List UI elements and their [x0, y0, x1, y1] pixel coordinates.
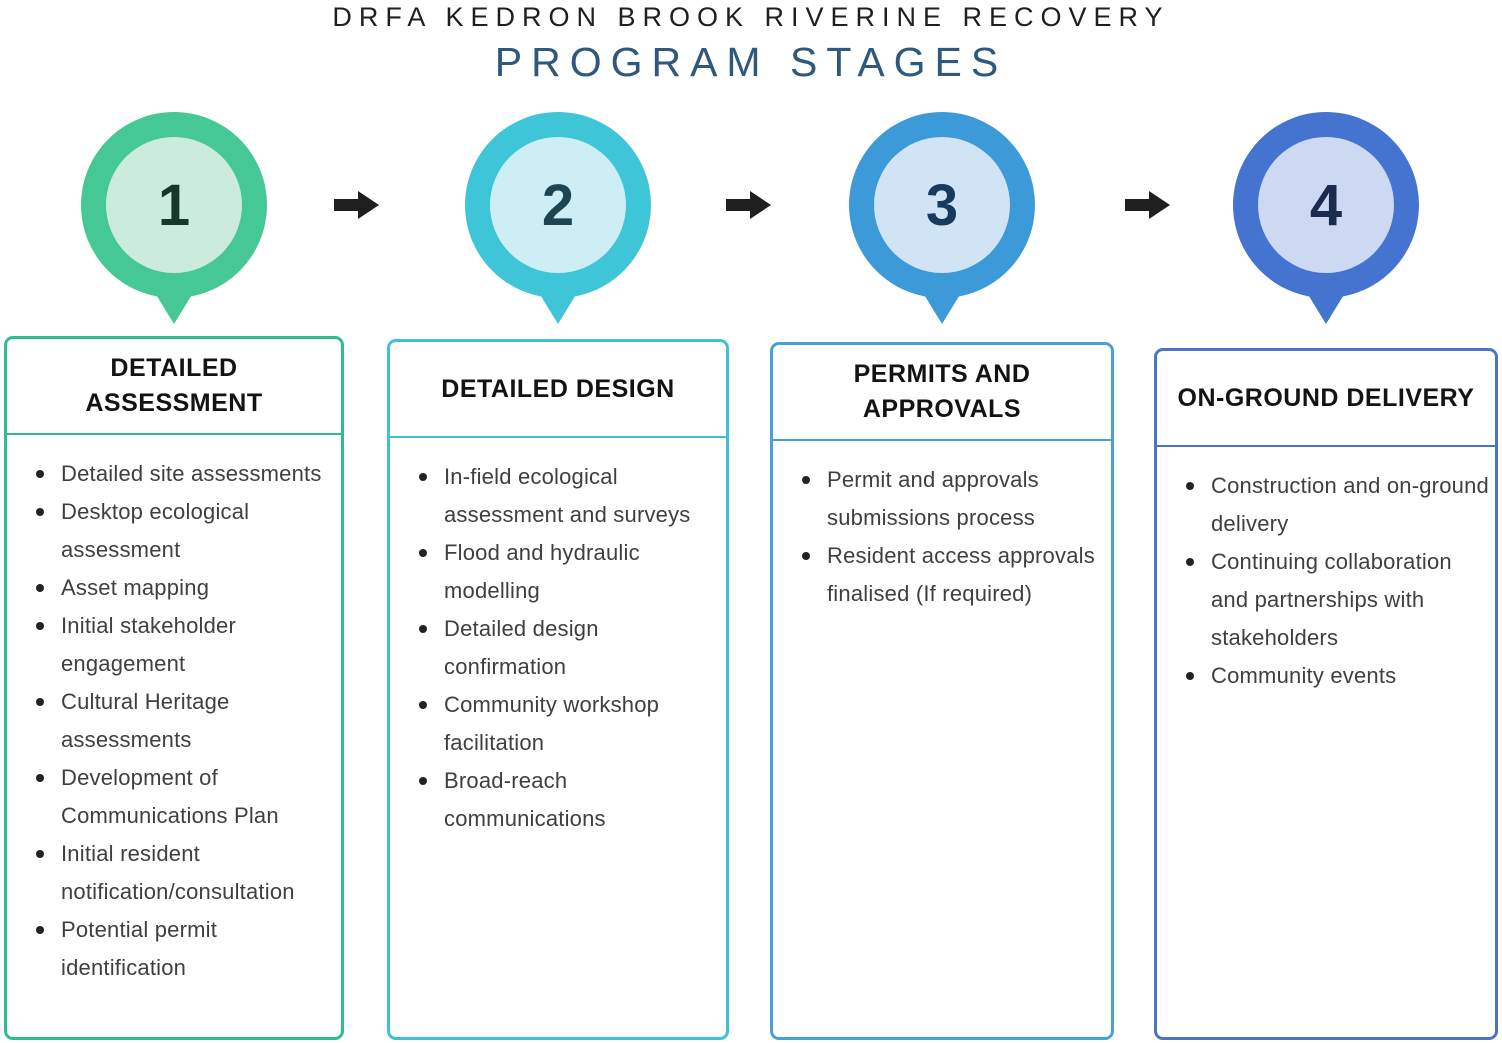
- stage-1-circle: 1: [81, 112, 267, 298]
- list-item: Potential permit identification: [33, 911, 337, 987]
- list-item: Detailed design confirmation: [416, 610, 722, 686]
- stage-4-marker: 4: [1233, 112, 1419, 332]
- stage-4-heading: ON-GROUND DELIVERY: [1157, 351, 1495, 447]
- stage-3-heading: PERMITS AND APPROVALS: [773, 345, 1111, 441]
- list-item: Construction and on-ground delivery: [1183, 467, 1491, 543]
- list-item: Asset mapping: [33, 569, 337, 607]
- stage-2-number: 2: [541, 172, 575, 238]
- list-item: Resident access approvals finalised (If …: [799, 537, 1107, 613]
- stage-1-panel: DETAILED ASSESSMENT Detailed site assess…: [4, 336, 344, 1040]
- list-item: Initial resident notification/consultati…: [33, 835, 337, 911]
- list-item: Initial stakeholder engagement: [33, 607, 337, 683]
- stage-2-marker: 2: [465, 112, 651, 332]
- stage-4-number: 4: [1309, 172, 1343, 238]
- stage-2-list: In-field ecological assessment and surve…: [390, 438, 726, 838]
- stage-2-heading: DETAILED DESIGN: [390, 342, 726, 438]
- list-item: Permit and approvals submissions process: [799, 461, 1107, 537]
- stage-3-pin-pointer-icon: [920, 288, 964, 324]
- diagram-title: DRFA KEDRON BROOK RIVERINE RECOVERY PROG…: [0, 0, 1502, 86]
- list-item: Flood and hydraulic modelling: [416, 534, 722, 610]
- stage-1-number: 1: [157, 172, 191, 238]
- list-item: Broad-reach communications: [416, 762, 722, 838]
- stage-3-circle-inner: 3: [874, 137, 1010, 273]
- stage-2-pin-pointer-icon: [536, 288, 580, 324]
- list-item: Desktop ecological assessment: [33, 493, 337, 569]
- stage-3-panel: PERMITS AND APPROVALS Permit and approva…: [770, 342, 1114, 1040]
- list-item: In-field ecological assessment and surve…: [416, 458, 722, 534]
- stage-3-number: 3: [925, 172, 959, 238]
- list-item: Community events: [1183, 657, 1491, 695]
- stage-1-marker: 1: [81, 112, 267, 332]
- stage-1-pin-pointer-icon: [152, 288, 196, 324]
- stage-4-panel: ON-GROUND DELIVERY Construction and on-g…: [1154, 348, 1498, 1040]
- stage-1-heading: DETAILED ASSESSMENT: [7, 339, 341, 435]
- list-item: Community workshop facilitation: [416, 686, 722, 762]
- title-line-2: PROGRAM STAGES: [494, 39, 1008, 85]
- stage-3-marker: 3: [849, 112, 1035, 332]
- stage-2-panel: DETAILED DESIGN In-field ecological asse…: [387, 339, 729, 1040]
- stage-4-pin-pointer-icon: [1304, 288, 1348, 324]
- stage-4-circle-inner: 4: [1258, 137, 1394, 273]
- stage-3-list: Permit and approvals submissions process…: [773, 441, 1111, 613]
- stage-1-circle-inner: 1: [106, 137, 242, 273]
- list-item: Development of Communications Plan: [33, 759, 337, 835]
- right-arrow-icon: [726, 191, 771, 219]
- list-item: Cultural Heritage assessments: [33, 683, 337, 759]
- stage-2-circle: 2: [465, 112, 651, 298]
- right-arrow-icon: [334, 191, 379, 219]
- list-item: Detailed site assessments: [33, 455, 337, 493]
- stage-4-circle: 4: [1233, 112, 1419, 298]
- stage-2-circle-inner: 2: [490, 137, 626, 273]
- stage-3-circle: 3: [849, 112, 1035, 298]
- title-line-1: DRFA KEDRON BROOK RIVERINE RECOVERY: [332, 2, 1170, 32]
- list-item: Continuing collaboration and partnership…: [1183, 543, 1491, 657]
- right-arrow-icon: [1125, 191, 1170, 219]
